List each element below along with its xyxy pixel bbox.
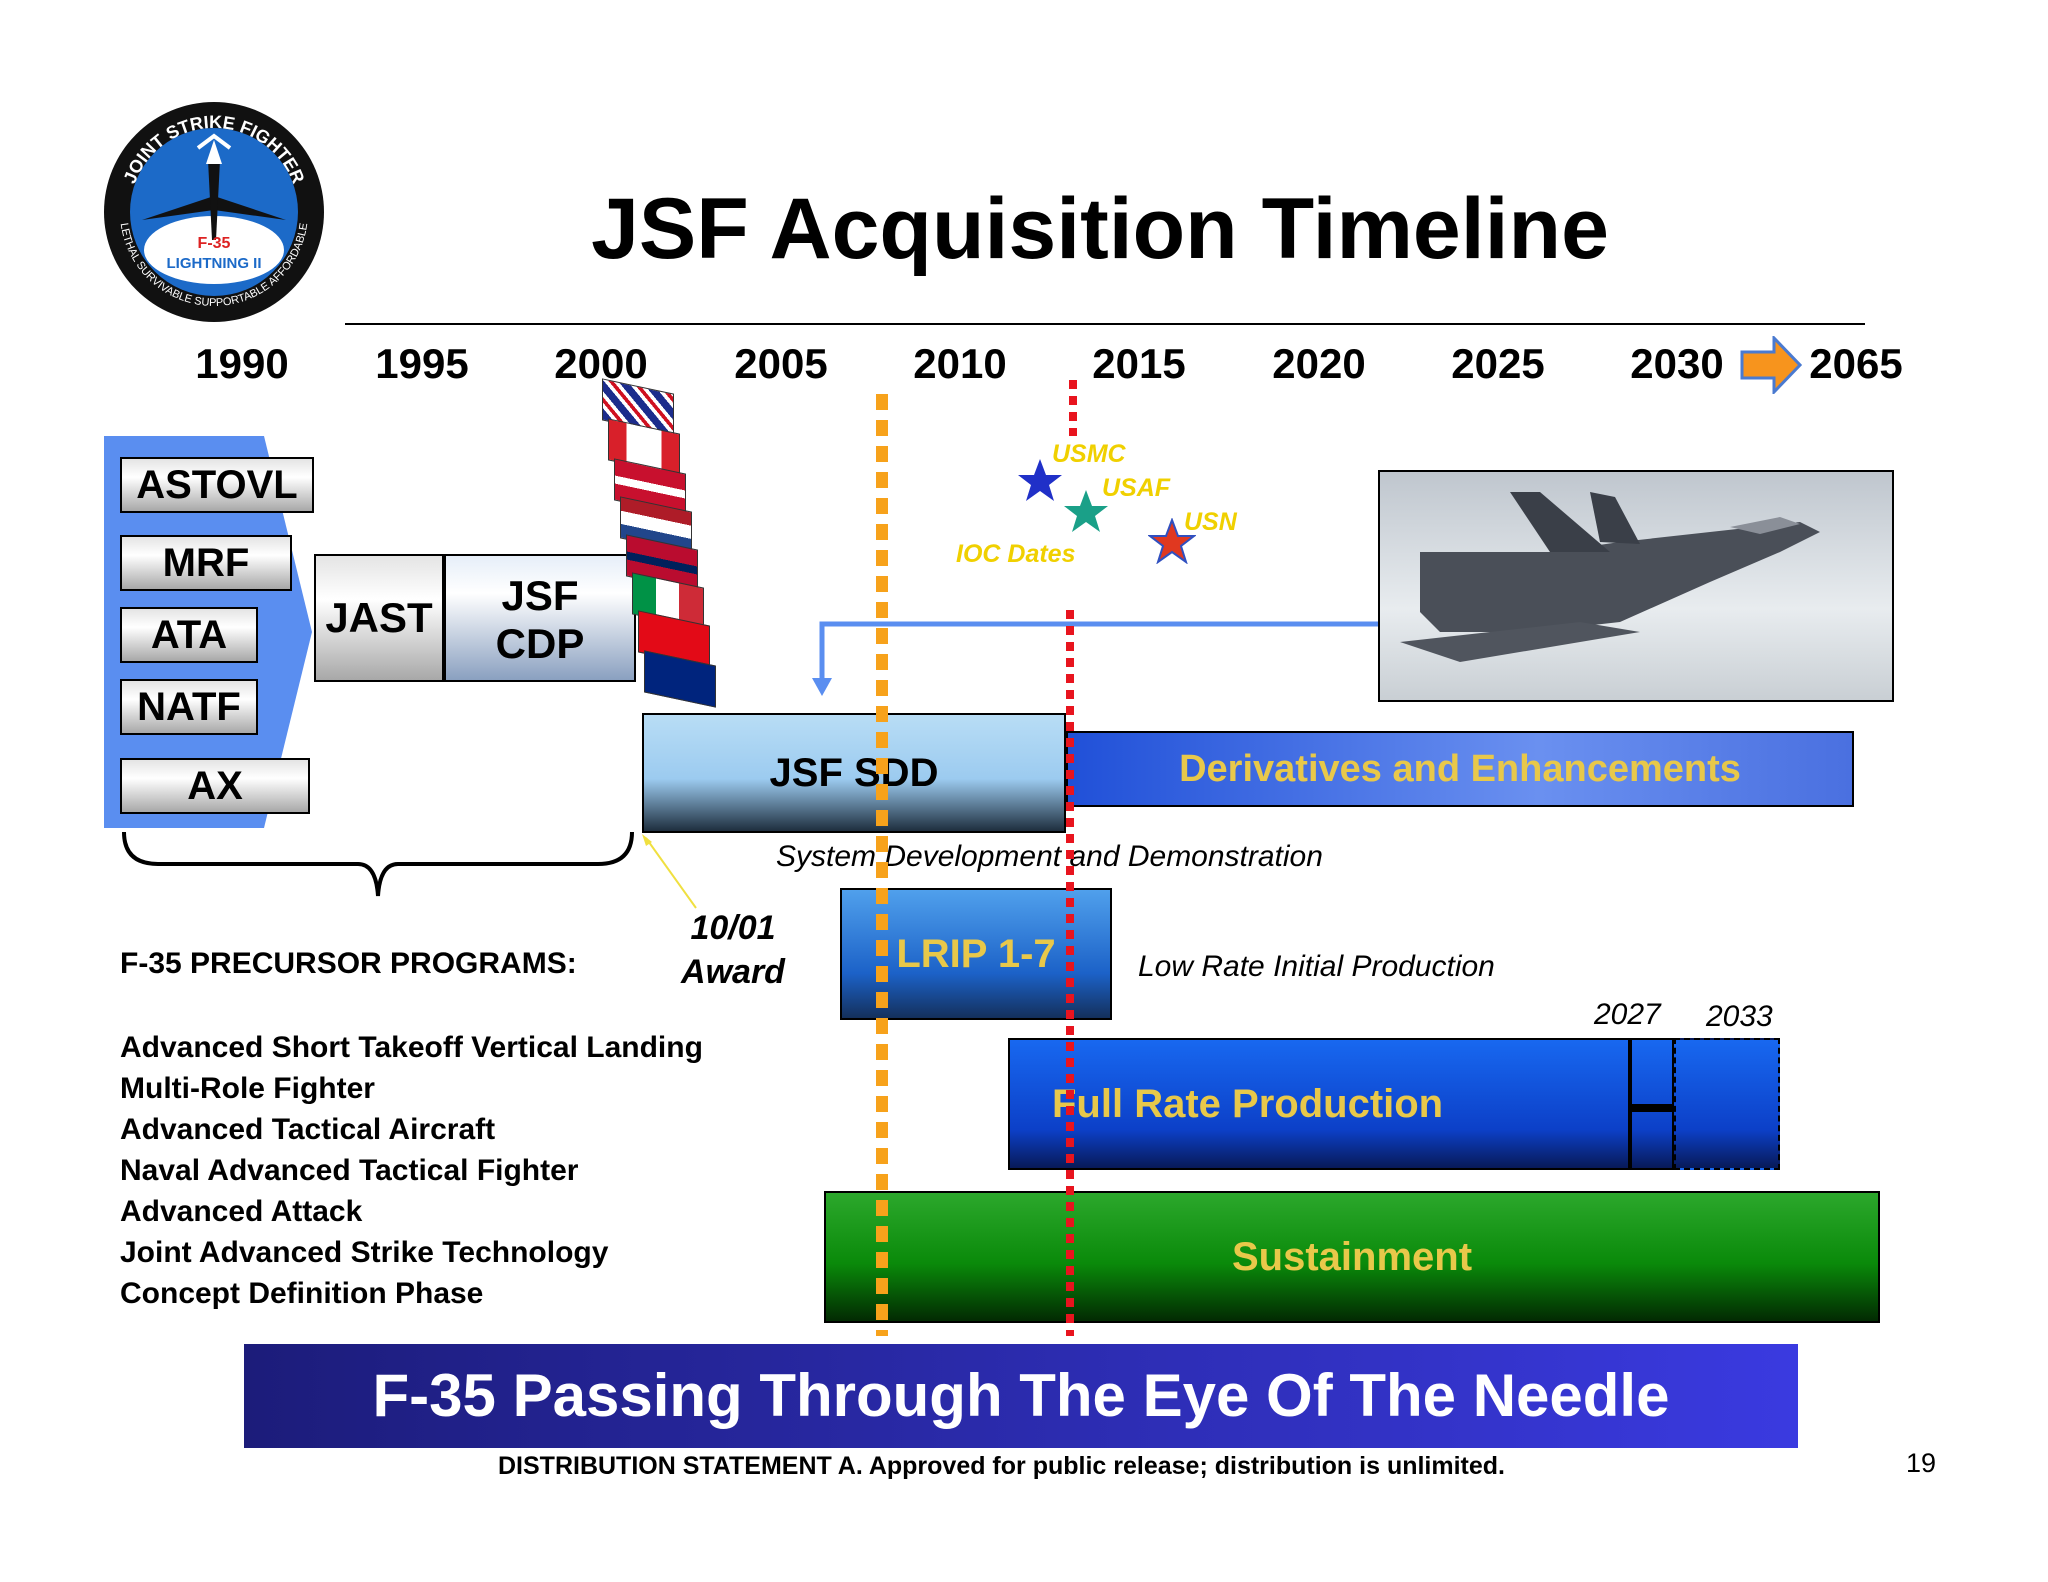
precursor-heading: F-35 PRECURSOR PROGRAMS:: [120, 947, 577, 980]
jsf-cdp-line1: JSF: [501, 572, 579, 619]
award-word: Award: [681, 953, 785, 991]
precursor-brace: [118, 830, 638, 905]
f35-photo: [1378, 470, 1894, 702]
precursor-name: Joint Advanced Strike Technology: [120, 1236, 609, 1269]
ioc-usmc-label: USMC: [1052, 440, 1126, 468]
page-title: JSF Acquisition Timeline: [591, 181, 1609, 277]
precursor-name: Naval Advanced Tactical Fighter: [120, 1154, 579, 1187]
year-label: 1990: [195, 340, 289, 387]
orange-arrow-icon: [1740, 334, 1803, 399]
usmc-star-icon: [1016, 457, 1064, 508]
year-label: 2025: [1451, 340, 1545, 387]
precursor-list: Advanced Short Takeoff Vertical Landing …: [120, 1027, 703, 1314]
needle-banner: F-35 Passing Through The Eye Of The Need…: [244, 1344, 1798, 1448]
year-label: 2010: [913, 340, 1007, 387]
full-rate-production-bar: Full Rate Production: [1008, 1038, 1630, 1170]
ioc-dates-label: IOC Dates: [956, 540, 1076, 568]
jsf-cdp-line2: CDP: [495, 620, 585, 667]
year-label: 2020: [1272, 340, 1366, 387]
ata-box: ATA: [120, 607, 258, 663]
sdd-description: System Development and Demonstration: [776, 840, 1323, 873]
year-label: 1995: [375, 340, 469, 387]
award-label: 10/01 Award: [678, 906, 788, 994]
jsf-logo: F-35 LIGHTNING II JOINT STRIKE FIGHTER L…: [102, 100, 326, 324]
year-label: 2030: [1630, 340, 1724, 387]
ax-box: AX: [120, 758, 310, 814]
red-dotted-line: [1066, 610, 1074, 1336]
orange-dashed-line: [876, 394, 888, 1336]
year-label: 2015: [1092, 340, 1186, 387]
jsf-cdp-box: JSF CDP: [444, 554, 636, 682]
frp-marker: [1630, 1104, 1674, 1112]
award-date: 10/01: [690, 909, 776, 947]
award-pointer: [640, 832, 700, 917]
title-divider: [345, 323, 1865, 325]
sustainment-bar: Sustainment: [824, 1191, 1880, 1323]
precursor-name: Advanced Attack: [120, 1195, 363, 1228]
precursor-name: Advanced Tactical Aircraft: [120, 1113, 496, 1146]
jast-box: JAST: [314, 554, 444, 682]
precursor-name: Multi-Role Fighter: [120, 1072, 375, 1105]
distribution-statement: DISTRIBUTION STATEMENT A. Approved for p…: [498, 1452, 1505, 1480]
derivatives-bar: Derivatives and Enhancements: [1066, 731, 1854, 807]
astovl-box: ASTOVL: [120, 457, 314, 513]
usaf-star-icon: [1062, 488, 1110, 539]
mrf-box: MRF: [120, 535, 292, 591]
ioc-usn-label: USN: [1184, 508, 1237, 536]
partner-flags: [600, 378, 750, 716]
usn-star-icon: [1147, 517, 1197, 569]
frp-year-2033: 2033: [1706, 1000, 1773, 1033]
frp-extension-dashed: [1674, 1038, 1780, 1170]
natf-box: NATF: [120, 679, 258, 735]
lrip-description: Low Rate Initial Production: [1138, 950, 1495, 983]
precursor-name: Advanced Short Takeoff Vertical Landing: [120, 1031, 703, 1064]
jsf-sdd-bar: JSF SDD: [642, 713, 1066, 833]
page-number: 19: [1906, 1448, 1937, 1478]
photo-connector-arrow: [810, 618, 1382, 703]
year-label: 2000: [554, 340, 648, 387]
year-label: 2065: [1809, 340, 1903, 387]
year-label: 2005: [734, 340, 828, 387]
frp-year-2027: 2027: [1594, 998, 1661, 1031]
svg-text:F-35: F-35: [198, 235, 231, 252]
precursor-name: Concept Definition Phase: [120, 1277, 484, 1310]
svg-text:LIGHTNING II: LIGHTNING II: [167, 255, 262, 272]
red-dotted-line-top: [1069, 380, 1077, 436]
ioc-usaf-label: USAF: [1102, 474, 1171, 502]
